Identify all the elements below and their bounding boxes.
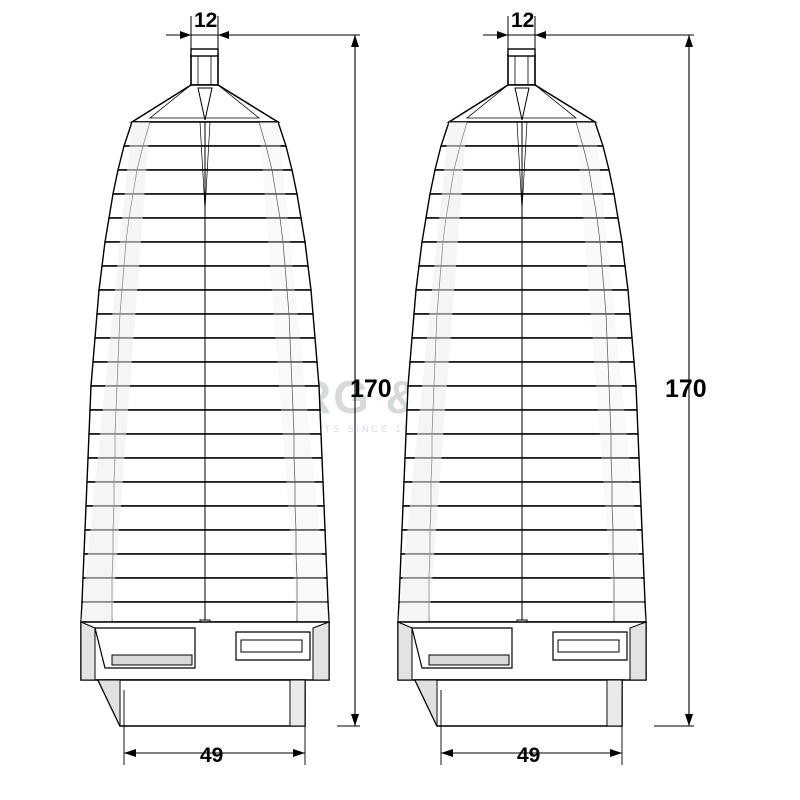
dimension-label-width-left: 49 (200, 744, 224, 767)
dimension-label-width-right: 49 (517, 744, 541, 767)
steering-rack-boot-right (397, 16, 694, 765)
dimension-label-length-left: 170 (350, 375, 392, 403)
steering-rack-boot-left (80, 16, 360, 765)
dimension-label-top-right: 12 (511, 9, 535, 32)
dimension-label-length-right: 170 (665, 375, 707, 403)
dimension-label-top-left: 12 (194, 9, 218, 32)
